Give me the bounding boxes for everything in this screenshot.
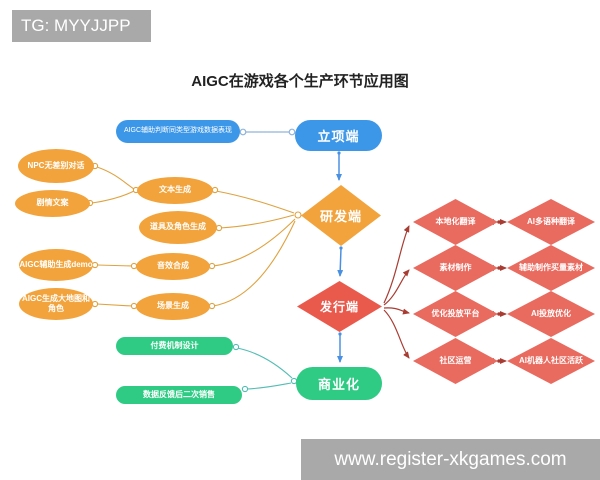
node-dev-example-demo: AIGC辅助生成demo bbox=[19, 249, 93, 281]
node-dev-example-npc-dialogue: NPC无差别对话 bbox=[18, 149, 94, 183]
node-dev-example-story-copy: 剧情文案 bbox=[15, 190, 90, 217]
connector-examples-to-capabilities bbox=[86, 162, 140, 310]
node-commercial-input-data-resale: 数据反馈后二次销售 bbox=[116, 386, 242, 404]
connector-publishing-fanout bbox=[383, 225, 410, 359]
node-stage-initiation: 立项端 bbox=[295, 120, 382, 151]
node-commercial-input-payment-design: 付费机制设计 bbox=[116, 337, 233, 355]
page-title: AIGC在游戏各个生产环节应用图 bbox=[191, 73, 409, 90]
connector-commercial-inputs bbox=[232, 343, 298, 393]
node-capability-prop-character-generation: 道具及角色生成 bbox=[139, 211, 217, 244]
telegram-watermark: TG: MYYJJPP bbox=[12, 10, 151, 42]
node-stage-commercialization: 商业化 bbox=[296, 367, 382, 400]
connector-task-to-ai bbox=[487, 219, 507, 364]
connector-stage-arrows bbox=[336, 151, 344, 363]
node-dev-example-map-characters: AIGC生成大地图和角色 bbox=[19, 288, 93, 320]
connector-capabilities-to-development bbox=[208, 186, 302, 310]
node-capability-scene-generation: 场景生成 bbox=[136, 293, 210, 320]
connector-input-to-initiation bbox=[239, 128, 296, 136]
node-initiation-input: AIGC辅助判断同类型游戏数据表现 bbox=[116, 120, 240, 143]
node-capability-text-generation: 文本生成 bbox=[137, 177, 213, 204]
node-capability-sound-synthesis: 音效合成 bbox=[136, 253, 210, 280]
site-watermark: www.register-xkgames.com bbox=[301, 439, 600, 480]
